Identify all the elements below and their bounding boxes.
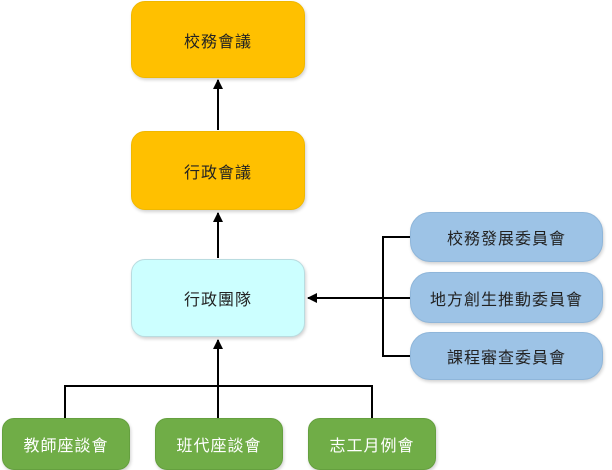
node-volunteer-monthly-meeting[interactable]: 志工月例會: [308, 418, 436, 470]
node-label: 校務會議: [183, 31, 252, 51]
node-label: 校務發展委員會: [446, 229, 566, 248]
node-teacher-forum[interactable]: 教師座談會: [2, 418, 130, 470]
committees-bracket: [382, 236, 410, 357]
node-local-revitalization-committee[interactable]: 地方創生推動委員會: [410, 272, 603, 323]
node-school-dev-committee[interactable]: 校務發展委員會: [410, 212, 603, 262]
node-label: 行政會議: [183, 162, 252, 182]
node-label: 志工月例會: [329, 436, 415, 455]
node-label: 地方創生推動委員會: [429, 289, 583, 309]
node-label: 教師座談會: [23, 436, 109, 455]
node-label: 課程審查委員會: [446, 348, 566, 367]
node-school-affairs-meeting[interactable]: 校務會議: [131, 1, 305, 78]
node-admin-meeting[interactable]: 行政會議: [131, 131, 305, 210]
node-label: 班代座談會: [176, 436, 262, 455]
node-label: 行政團隊: [183, 290, 252, 309]
node-curriculum-review-committee[interactable]: 課程審查委員會: [410, 332, 603, 380]
node-admin-team[interactable]: 行政團隊: [131, 259, 305, 337]
node-class-rep-forum[interactable]: 班代座談會: [155, 418, 283, 470]
